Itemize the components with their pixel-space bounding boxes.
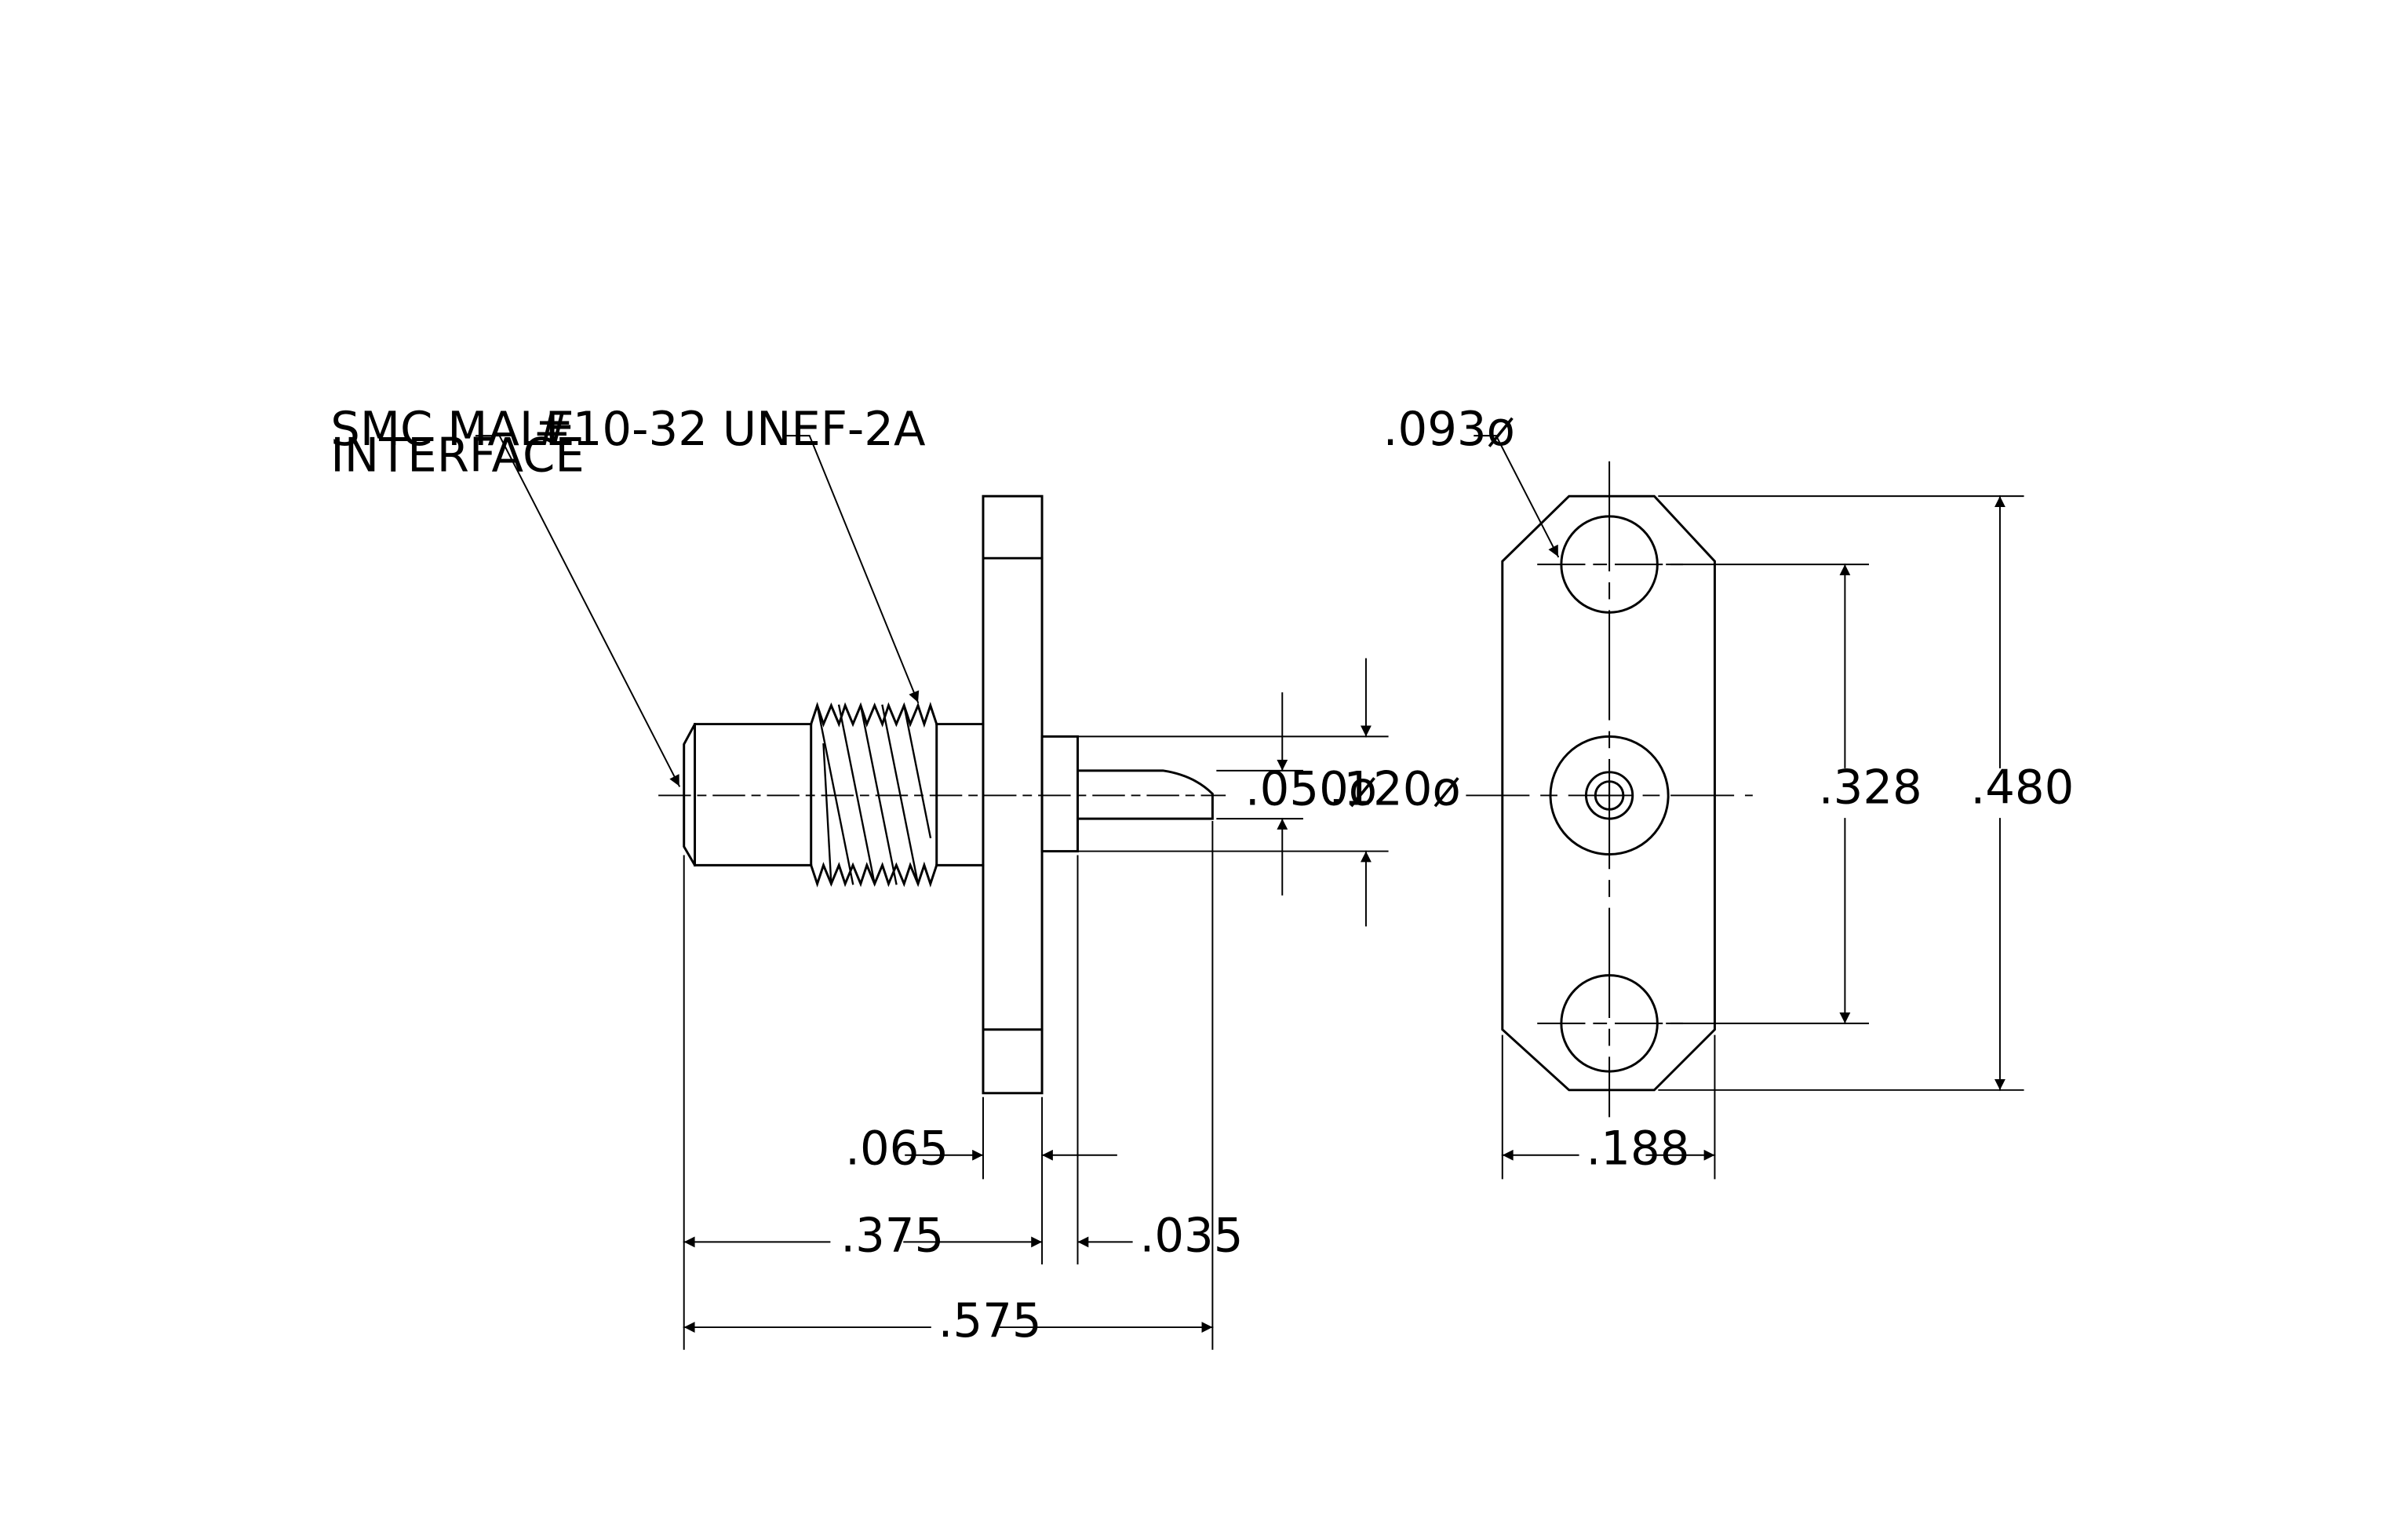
interface-leader [475,435,681,787]
interface-callout-line2: INTERFACE [330,429,585,483]
thread-callout: #10-32 UNEF-2A [534,402,926,456]
flange-width-label: .188 [1586,1122,1689,1176]
shoulder-label: .035 [1140,1208,1244,1262]
flange-front-outline [1501,494,1716,1092]
body-dia-label: .120ø [1329,761,1461,815]
overall-length-label: .575 [938,1293,1042,1348]
pin-dia-label: .050ø [1245,761,1377,815]
side-view [475,435,1389,1350]
thread-helix-lines [816,704,932,885]
center-pin-outer [1584,771,1634,820]
hole-spacing-label: .328 [1819,760,1922,814]
rear-shoulder [1040,735,1079,853]
labels: SMC MALE INTERFACE #10-32 UNEF-2A .093ø … [330,402,2074,1348]
body-neck [935,723,985,866]
hole-dia-callout: .093ø [1383,402,1515,456]
contact-pin [1076,769,1214,820]
hole-dia-leader [1474,435,1560,558]
interface-callout-line1: SMC MALE [330,402,574,456]
thread-leader [785,435,920,704]
length-to-flange-label: .375 [840,1208,944,1262]
flange-thickness-label: .065 [845,1122,949,1176]
smc-interface-nose [683,723,813,866]
flange-height-label: .480 [1970,760,2074,814]
front-view [1466,435,2024,1180]
center-body-circle [1549,735,1670,856]
mounting-hole-bottom [1560,974,1659,1073]
mounting-hole-top [1560,515,1659,614]
